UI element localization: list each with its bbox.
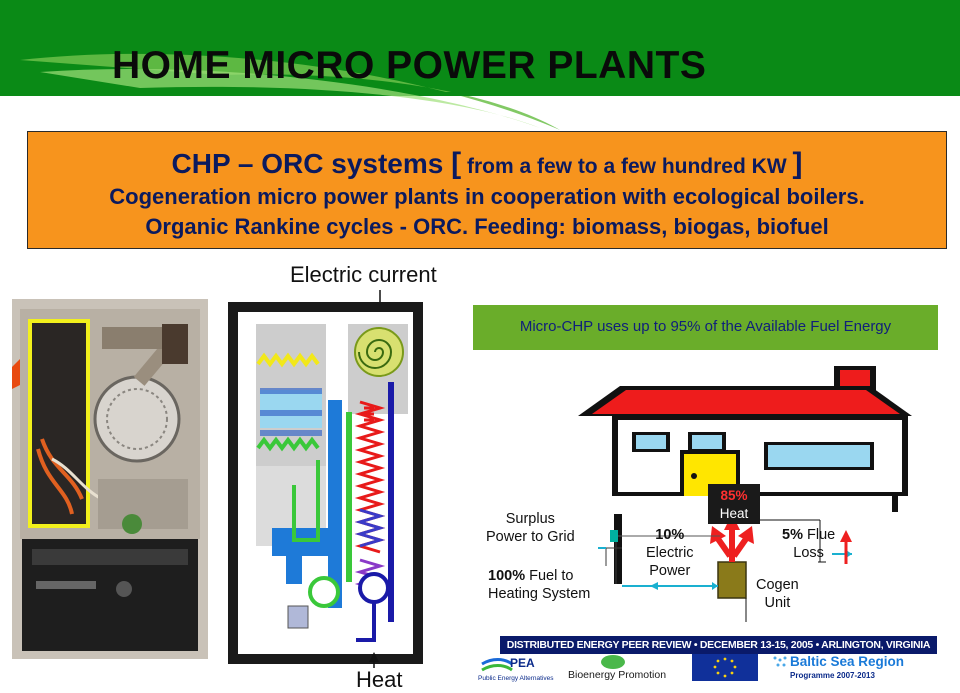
surplus-line1: Surplus xyxy=(505,511,555,527)
conference-banner: DISTRIBUTED ENERGY PEER REVIEW • DECEMBE… xyxy=(500,636,937,654)
info-banner: CHP – ORC systems [ from a few to a few … xyxy=(27,131,947,249)
chp-header-bar: Micro-CHP uses up to 95% of the Availabl… xyxy=(473,305,938,350)
flue-text: Flue xyxy=(802,527,836,543)
banner-line1-main: CHP – ORC systems xyxy=(171,148,452,179)
chp-header-text: Micro-CHP uses up to 95% of the Availabl… xyxy=(519,318,892,335)
boiler-photo xyxy=(12,299,208,659)
banner-line1: CHP – ORC systems [ from a few to a few … xyxy=(28,147,946,181)
eu-flag-icon xyxy=(692,654,758,681)
pea-logo-text: PEA xyxy=(510,656,535,670)
elec-line2: Electric xyxy=(646,545,694,561)
bioenergy-logo-text: Bioenergy Promotion xyxy=(568,669,667,681)
flue-line2: Loss xyxy=(793,545,824,561)
bioenergy-leaf-icon xyxy=(601,655,625,669)
heat-pct: 85% xyxy=(720,488,748,503)
partner-logos: PEA Public Energy Alternatives Bioenergy… xyxy=(472,654,938,689)
cogen-line1: Cogen xyxy=(756,577,799,593)
banner-bracket-open: [ xyxy=(451,147,462,180)
heat-85-badge: 85% Heat xyxy=(708,484,760,524)
elec-pct: 10% xyxy=(655,527,685,543)
banner-line1-range: from a few to a few hundred KW xyxy=(461,155,793,178)
surplus-power-label: Surplus Power to Grid xyxy=(486,510,575,546)
surplus-line2: Power to Grid xyxy=(486,529,575,545)
flue-loss-label: 5% Flue Loss xyxy=(782,526,835,562)
bsr-logo-sub: Programme 2007-2013 xyxy=(790,671,875,680)
elec-line3: Power xyxy=(649,563,691,579)
electric-power-label: 10% Electric Power xyxy=(646,526,694,580)
banner-line2: Cogeneration micro power plants in coope… xyxy=(109,184,865,209)
slide-title: HOME MICRO POWER PLANTS xyxy=(112,44,707,87)
fuel-label: 100% Fuel to Heating System xyxy=(488,567,590,603)
fuel-line2: Heating System xyxy=(488,586,591,602)
banner-line3: Organic Rankine cycles - ORC. Feeding: b… xyxy=(145,214,829,239)
pea-logo-icon xyxy=(481,658,513,672)
electric-current-label: Electric current xyxy=(290,262,437,287)
flue-pct: 5% xyxy=(782,527,803,543)
cogen-line2: Unit xyxy=(764,595,791,611)
header-swoosh xyxy=(0,53,960,130)
pea-logo-sub: Public Energy Alternatives xyxy=(478,675,554,682)
fuel-text: Fuel to xyxy=(525,568,574,584)
orc-schematic xyxy=(228,290,423,668)
banner-bracket-close: ] xyxy=(792,147,803,180)
bsr-dots-icon xyxy=(773,656,787,667)
fuel-pct: 100% xyxy=(488,568,526,584)
heat-text: Heat xyxy=(719,506,749,521)
cogen-unit-label: Cogen Unit xyxy=(756,576,799,612)
heat-label: Heat xyxy=(356,667,403,692)
micro-chp-house-diagram xyxy=(472,304,938,632)
bsr-logo-text: Baltic Sea Region xyxy=(790,654,905,669)
